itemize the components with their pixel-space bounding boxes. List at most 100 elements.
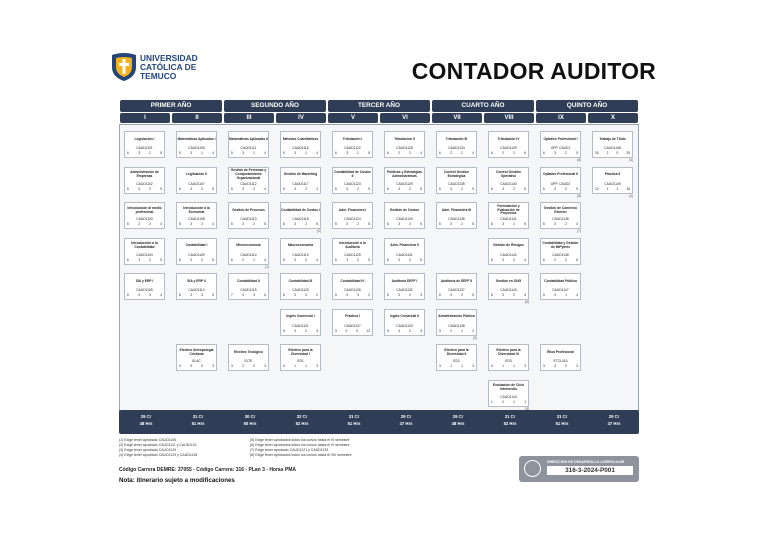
- credit-value: 3: [294, 186, 296, 191]
- credit-value: 6: [543, 151, 545, 156]
- course-code: CAUD1102: [136, 181, 153, 186]
- credit-value: 20: [626, 151, 630, 156]
- credit-value: 2: [201, 257, 203, 262]
- course-code: CAUD1134: [448, 146, 465, 150]
- credit-value: 3: [398, 186, 400, 191]
- credit-value: 3: [242, 186, 244, 191]
- credit-value: 3: [554, 151, 556, 156]
- course-name: SIA y ERP II: [187, 278, 206, 283]
- credit-value: 1: [305, 364, 307, 369]
- prerequisite-marker: (5): [525, 406, 530, 411]
- credit-value: 5: [368, 222, 370, 227]
- course-name: Evaluación de Ciclo Intermedio: [492, 383, 525, 391]
- course-code: CAUD1125: [344, 252, 361, 257]
- course-name: Legislación II: [186, 172, 207, 177]
- year-header: CUARTO AÑO: [432, 100, 534, 112]
- credit-value: 3: [576, 364, 578, 369]
- course-name: Auditoría EEFF I: [391, 278, 418, 283]
- course-name: Tributación IV: [497, 136, 520, 141]
- credit-value: 3: [346, 257, 348, 262]
- total-hours: 48 Hrs: [451, 421, 465, 426]
- semester-header: II: [172, 113, 222, 123]
- course-code: OPP. CAUD1: [550, 146, 571, 150]
- credit-value: 3: [201, 293, 203, 298]
- course-name: Gestión de Personas y Comportamiento Org…: [230, 168, 267, 180]
- course-card[interactable]: Gestión de Personas y Comportamiento Org…: [228, 166, 269, 194]
- course-name: Introducción a la Economía: [183, 205, 210, 214]
- credit-value: 5: [524, 222, 526, 227]
- credit-value: 3: [138, 257, 140, 262]
- credit-value: 6: [439, 293, 441, 298]
- credit-value: 2: [305, 257, 307, 262]
- credit-value: 3: [253, 293, 255, 298]
- course-code: CAUD1140: [500, 181, 517, 186]
- total-credits: 32 Cr: [296, 414, 308, 419]
- credit-value: 3: [439, 364, 441, 369]
